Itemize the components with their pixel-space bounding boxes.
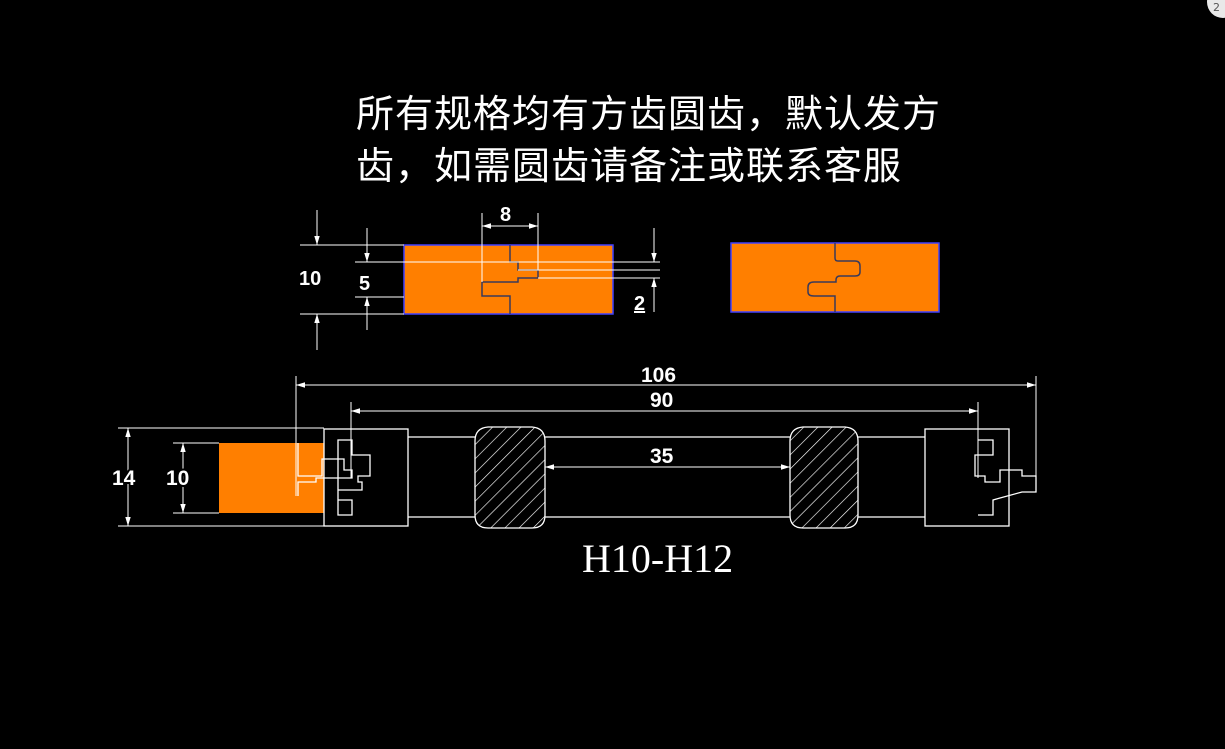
left-spacer-hatched (474, 426, 546, 529)
right-cutter-body (924, 428, 1010, 527)
profile-dimension-lines (300, 210, 660, 350)
model-label: H10-H12 (582, 536, 733, 581)
round-joint-line (807, 243, 861, 312)
right-spacer-hatched (789, 426, 859, 529)
cutter-assembly: 106 90 35 14 10 H10-H12 (110, 364, 1037, 581)
dim-tongue-depth: 8 (500, 204, 511, 226)
dim-bore: 35 (650, 445, 674, 468)
dim-tooth-span: 90 (650, 389, 673, 412)
wood-workpiece (219, 443, 324, 513)
wood-board-square (403, 244, 614, 315)
workpiece-cut-line (297, 443, 353, 496)
dim-overall-width: 106 (641, 364, 676, 387)
corner-badge: 2 (1207, 0, 1225, 18)
dim-outer-height: 14 (112, 467, 136, 490)
dim-tongue-height: 5 (359, 273, 370, 295)
cutter-dimension-lines (118, 376, 1037, 527)
profile-detail-square: 10 5 8 2 (299, 204, 660, 350)
profile-detail-round (730, 242, 940, 313)
note-line-1: 所有规格均有方齿圆齿，默认发方 (356, 92, 942, 136)
left-tooth-profile (337, 439, 371, 516)
left-cutter-body (323, 428, 409, 527)
dim-inner-height: 10 (166, 467, 189, 490)
dim-step: 2 (634, 293, 645, 315)
instruction-note: 所有规格均有方齿圆齿，默认发方 齿，如需圆齿请备注或联系客服 (356, 88, 976, 192)
right-tooth-profile (974, 439, 1037, 516)
note-line-2: 齿，如需圆齿请备注或联系客服 (356, 144, 903, 188)
dim-overall-height: 10 (299, 268, 321, 290)
